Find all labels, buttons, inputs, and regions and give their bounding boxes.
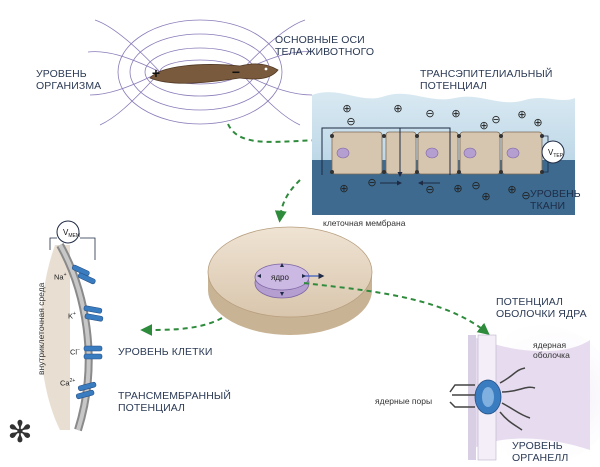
- svg-text:⊕: ⊕: [481, 190, 490, 203]
- svg-text:⊕: ⊕: [451, 107, 460, 120]
- svg-text:⊕: ⊕: [533, 116, 542, 129]
- svg-text:⊕: ⊕: [339, 182, 348, 195]
- cell-disc: [207, 226, 373, 335]
- organism-plus-sign: +: [152, 65, 160, 81]
- organism-minus-sign: −: [232, 64, 240, 80]
- asterisk-mark: ✻: [7, 415, 32, 450]
- vtep-wires: [542, 135, 549, 173]
- nuclear-envelope-line1: ядерная: [533, 340, 567, 350]
- svg-text:⊕: ⊕: [479, 119, 488, 132]
- transmembrane-line2: ПОТЕНЦИАЛ: [118, 402, 186, 414]
- body-axes-label: ОСНОВНЫЕ ОСИ ТЕЛА ЖИВОТНОГО: [275, 34, 374, 58]
- ion-channels: [71, 264, 104, 400]
- organism-level-line1: УРОВЕНЬ: [36, 68, 87, 80]
- ion-label-ca: Ca2+: [60, 378, 76, 388]
- intracellular-label: внутриклеточная среда: [36, 282, 46, 375]
- transepithelial-line1: ТРАНСЭПИТЕЛИАЛЬНЫЙ: [420, 68, 553, 80]
- body-axes-line2: ТЕЛА ЖИВОТНОГО: [275, 46, 375, 58]
- tissue-level-line1: УРОВЕНЬ: [530, 188, 581, 200]
- vtep-meter: [541, 140, 565, 164]
- cell-membrane-label: клеточная мембрана: [323, 218, 406, 228]
- svg-text:⊖: ⊖: [346, 115, 355, 128]
- arrow-cell-to-membrane: [140, 317, 223, 336]
- transmembrane-label: ТРАНСМЕМБРАННЫЙ ПОТЕНЦИАЛ: [118, 390, 231, 414]
- svg-text:⊖: ⊖: [367, 176, 376, 189]
- arrow-cell-to-organelle: [303, 282, 490, 336]
- svg-text:⊕: ⊕: [517, 108, 526, 121]
- svg-text:⊖: ⊖: [491, 113, 500, 126]
- svg-text:⊖: ⊖: [425, 183, 434, 196]
- svg-text:⊖: ⊖: [521, 189, 530, 202]
- tissue-charge-signs: ⊕ ⊖ ⊕ ⊖ ⊕ ⊕ ⊖ ⊕ ⊕ ⊕ ⊖ ⊖ ⊕ ⊖ ⊕ ⊕ ⊖: [339, 102, 542, 203]
- svg-text:⊕: ⊕: [342, 102, 351, 115]
- nep-line2: ОБОЛОЧКИ ЯДРА: [496, 308, 587, 320]
- intracellular-label-group: внутриклеточная среда: [36, 282, 46, 375]
- ion-label-k: K+: [68, 311, 76, 321]
- organelle-level-line2: ОРГАНЕЛЛ: [512, 452, 569, 464]
- tissue-level-line2: ТКАНИ: [530, 200, 566, 212]
- nucleus-label: ядро: [271, 273, 289, 282]
- vtep-label: VTEP: [548, 148, 564, 159]
- nuclear-envelope-potential-label: ПОТЕНЦИАЛ ОБОЛОЧКИ ЯДРА: [496, 296, 587, 320]
- vmem-meter: [56, 220, 80, 244]
- svg-text:⊕: ⊕: [453, 182, 462, 195]
- nuclear-envelope-line2: оболочка: [533, 350, 570, 360]
- cell-level-label: УРОВЕНЬ КЛЕТКИ: [118, 346, 213, 358]
- organism-level-label: УРОВЕНЬ ОРГАНИЗМА: [36, 68, 101, 92]
- organelle-level-label: УРОВЕНЬ ОРГАНЕЛЛ: [512, 440, 568, 464]
- tissue-level-label: УРОВЕНЬ ТКАНИ: [530, 188, 581, 212]
- vmem-label: VMEM: [63, 228, 80, 239]
- vmem-wires: [49, 237, 96, 260]
- organelle-panel: [449, 325, 600, 465]
- organism-field-lines: [87, 19, 313, 126]
- organism-level-line2: ОРГАНИЗМА: [36, 80, 102, 92]
- body-axes-line1: ОСНОВНЫЕ ОСИ: [275, 34, 365, 46]
- svg-text:⊕: ⊕: [507, 183, 516, 196]
- membrane-panel: VMEM: [40, 220, 104, 432]
- svg-text:⊖: ⊖: [425, 107, 434, 120]
- ion-label-cl: Cl−: [70, 347, 81, 357]
- transepithelial-label: ТРАНСЭПИТЕЛИАЛЬНЫЙ ПОТЕНЦИАЛ: [420, 68, 553, 92]
- svg-text:⊕: ⊕: [393, 102, 402, 115]
- nuclear-envelope-label: ядерная оболочка: [533, 340, 570, 360]
- current-loops: [321, 127, 451, 186]
- svg-text:⊖: ⊖: [471, 179, 480, 192]
- arrow-tissue-to-cell: [274, 179, 301, 223]
- tissue-panel: VTEP: [312, 92, 575, 215]
- transmembrane-line1: ТРАНСМЕМБРАННЫЙ: [118, 390, 231, 402]
- worm: [149, 63, 279, 84]
- cell-nuclei: [336, 147, 520, 159]
- organelle-level-line1: УРОВЕНЬ: [512, 440, 563, 452]
- ion-label-na: Na+: [54, 272, 67, 282]
- nuclear-pores-label: ядерные поры: [375, 396, 433, 406]
- cell-junctions: [330, 134, 544, 174]
- transepithelial-line2: ПОТЕНЦИАЛ: [420, 80, 488, 92]
- nep-line1: ПОТЕНЦИАЛ: [496, 296, 564, 308]
